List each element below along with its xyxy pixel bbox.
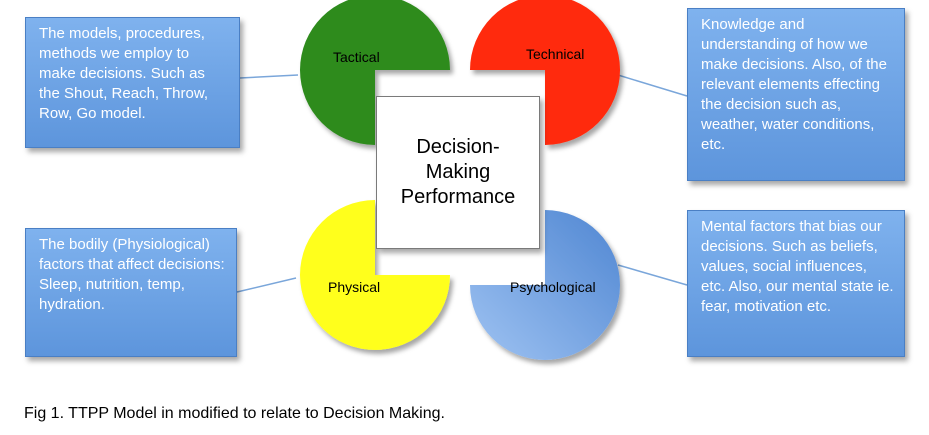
center-decision-making-box: Decision- Making Performance — [376, 96, 540, 249]
figure-caption: Fig 1. TTPP Model in modified to relate … — [24, 405, 445, 422]
technical-quadrant-shape — [470, 0, 620, 145]
physical-quadrant-shape — [300, 200, 450, 350]
physical-description-box: The bodily (Physiological) factors that … — [25, 228, 237, 357]
psychological-quadrant-shape — [470, 210, 620, 360]
physical-label: Physical — [328, 279, 381, 295]
psychological-label: Psychological — [510, 279, 596, 295]
tactical-quadrant-shape — [300, 0, 450, 145]
connector-tactical — [239, 74, 299, 79]
technical-description-box: Knowledge and understanding of how we ma… — [687, 8, 905, 181]
tactical-description-box: The models, procedures, methods we emplo… — [25, 17, 240, 148]
technical-label: Technical — [526, 46, 585, 62]
connector-physical — [236, 277, 297, 293]
connector-psychological — [617, 264, 688, 286]
connector-technical — [617, 74, 688, 97]
tactical-label: Tactical — [333, 49, 380, 65]
psychological-description-box: Mental factors that bias our decisions. … — [687, 210, 905, 357]
